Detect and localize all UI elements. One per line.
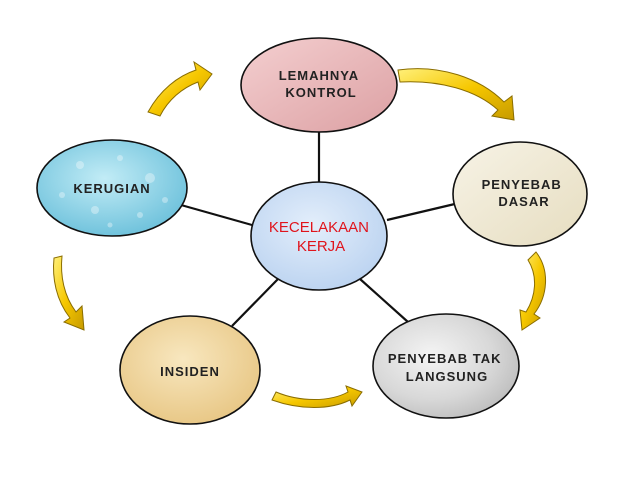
svg-text:INSIDEN: INSIDEN (160, 364, 220, 379)
node-penyebab-dasar: PENYEBAB DASAR (452, 141, 588, 247)
curved-arrow-icon (519, 251, 547, 331)
center-label-line: KECELAKAAN (269, 219, 369, 236)
curved-arrow-icon (147, 60, 213, 117)
svg-text:PENYEBAB TAK LANGSUNG: PENYEBAB TAK LANGSUNG (388, 351, 506, 384)
center-label-line: KERJA (297, 238, 345, 255)
node-penyebab-tak-langsung: PENYEBAB TAK LANGSUNG (372, 313, 520, 419)
connector-dasar (386, 201, 460, 222)
svg-text:PENYEBAB DASAR: PENYEBAB DASAR (482, 177, 567, 209)
connector-insiden (231, 278, 279, 327)
cycle-arrows (53, 60, 547, 408)
node-label-line: LEMAHNYA (279, 68, 359, 83)
connector-kerugian (180, 203, 253, 227)
node-label-line: DASAR (498, 194, 549, 209)
node-center-kecelakaan-kerja: KECELAKAAN KERJA (250, 181, 388, 291)
node-kerugian: KERUGIAN (36, 139, 188, 237)
connector-tak-langsung (359, 278, 409, 323)
node-label-line: PENYEBAB (482, 177, 562, 192)
node-label-line: INSIDEN (160, 364, 220, 379)
curved-arrow-icon (271, 385, 363, 408)
connector-lines (180, 131, 460, 327)
water-droplet-texture (59, 155, 168, 228)
node-label-line: KERUGIAN (73, 181, 150, 196)
node-label-line: LANGSUNG (406, 369, 488, 384)
svg-text:KERUGIAN: KERUGIAN (73, 181, 150, 196)
node-label-line: KONTROL (285, 85, 356, 100)
node-insiden: INSIDEN (119, 315, 261, 425)
curved-arrow-icon (397, 68, 515, 121)
node-lemahnya-kontrol: LEMAHNYA KONTROL (240, 37, 398, 133)
curved-arrow-icon (53, 255, 85, 331)
svg-text:LEMAHNYA KONTROL: LEMAHNYA KONTROL (279, 68, 364, 100)
node-label-line: PENYEBAB TAK (388, 351, 502, 366)
svg-text:KECELAKAAN KERJA: KECELAKAAN KERJA (269, 219, 373, 255)
